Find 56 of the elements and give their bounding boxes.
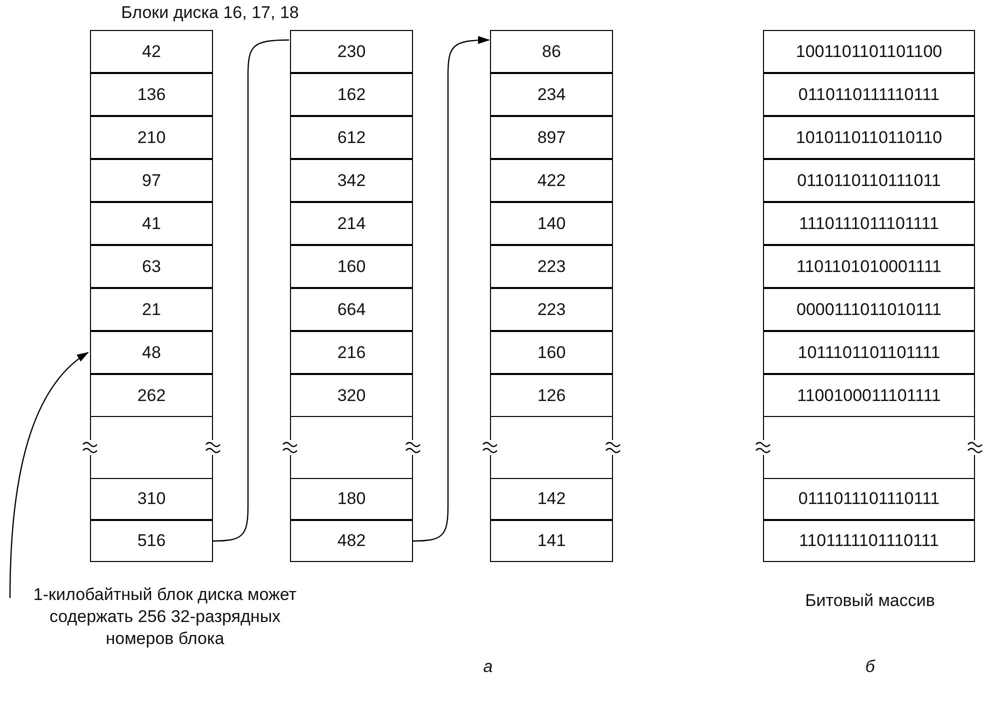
arrow bbox=[9, 352, 89, 598]
table-cell: 0110110111110111 bbox=[763, 73, 975, 116]
table-cell: 0000111011010111 bbox=[763, 288, 975, 331]
table-cell: 21 bbox=[90, 288, 213, 331]
table-cell: 210 bbox=[90, 116, 213, 159]
connector-line bbox=[213, 39, 289, 542]
table-cell: 234 bbox=[490, 73, 613, 116]
table-cell: 160 bbox=[290, 245, 413, 288]
table-cell: 136 bbox=[90, 73, 213, 116]
table-cell: 0111011101110111 bbox=[763, 478, 975, 520]
break-gap bbox=[490, 417, 613, 478]
break-gap bbox=[763, 417, 975, 478]
table-cell: 310 bbox=[90, 478, 213, 520]
table-cell: 223 bbox=[490, 288, 613, 331]
table-cell: 320 bbox=[290, 374, 413, 417]
table-cell: 214 bbox=[290, 202, 413, 245]
table-cell: 422 bbox=[490, 159, 613, 202]
table-cell: 230 bbox=[290, 30, 413, 73]
table-cell: 1011101101101111 bbox=[763, 331, 975, 374]
table-cell: 140 bbox=[490, 202, 613, 245]
table-cell: 97 bbox=[90, 159, 213, 202]
table-cell: 180 bbox=[290, 478, 413, 520]
panel-letter: а bbox=[482, 656, 494, 678]
panel-letter: б bbox=[864, 656, 876, 678]
table-cell: 63 bbox=[90, 245, 213, 288]
table-cell: 482 bbox=[290, 520, 413, 562]
table-cell: 0110110110111011 bbox=[763, 159, 975, 202]
table-cell: 223 bbox=[490, 245, 613, 288]
table-cell: 162 bbox=[290, 73, 413, 116]
table-cell: 1110111011101111 bbox=[763, 202, 975, 245]
table-cell: 41 bbox=[90, 202, 213, 245]
heading: Блоки диска 16, 17, 18 bbox=[120, 2, 300, 24]
table-cell: 141 bbox=[490, 520, 613, 562]
table-cell: 126 bbox=[490, 374, 613, 417]
annotation-text: 1-килобайтный блок диска может содержать 256 32-разрядных номеров блока bbox=[15, 584, 315, 650]
arrow bbox=[413, 36, 490, 542]
table-cell: 516 bbox=[90, 520, 213, 562]
table-cell: 142 bbox=[490, 478, 613, 520]
break-gap bbox=[290, 417, 413, 478]
table-cell: 1010110110110110 bbox=[763, 116, 975, 159]
table-cell: 160 bbox=[490, 331, 613, 374]
table-cell: 262 bbox=[90, 374, 213, 417]
table-cell: 1101111101110111 bbox=[763, 520, 975, 562]
table-cell: 342 bbox=[290, 159, 413, 202]
table-cell: 612 bbox=[290, 116, 413, 159]
break-gap bbox=[90, 417, 213, 478]
table-cell: 897 bbox=[490, 116, 613, 159]
table-cell: 216 bbox=[290, 331, 413, 374]
table-cell: 48 bbox=[90, 331, 213, 374]
table-cell: 86 bbox=[490, 30, 613, 73]
table-cell: 42 bbox=[90, 30, 213, 73]
table-cell: 1100100011101111 bbox=[763, 374, 975, 417]
table-cell: 664 bbox=[290, 288, 413, 331]
table-cell: 1101101010001111 bbox=[763, 245, 975, 288]
table-cell: 1001101101101100 bbox=[763, 30, 975, 73]
caption: Битовый массив bbox=[804, 590, 936, 612]
